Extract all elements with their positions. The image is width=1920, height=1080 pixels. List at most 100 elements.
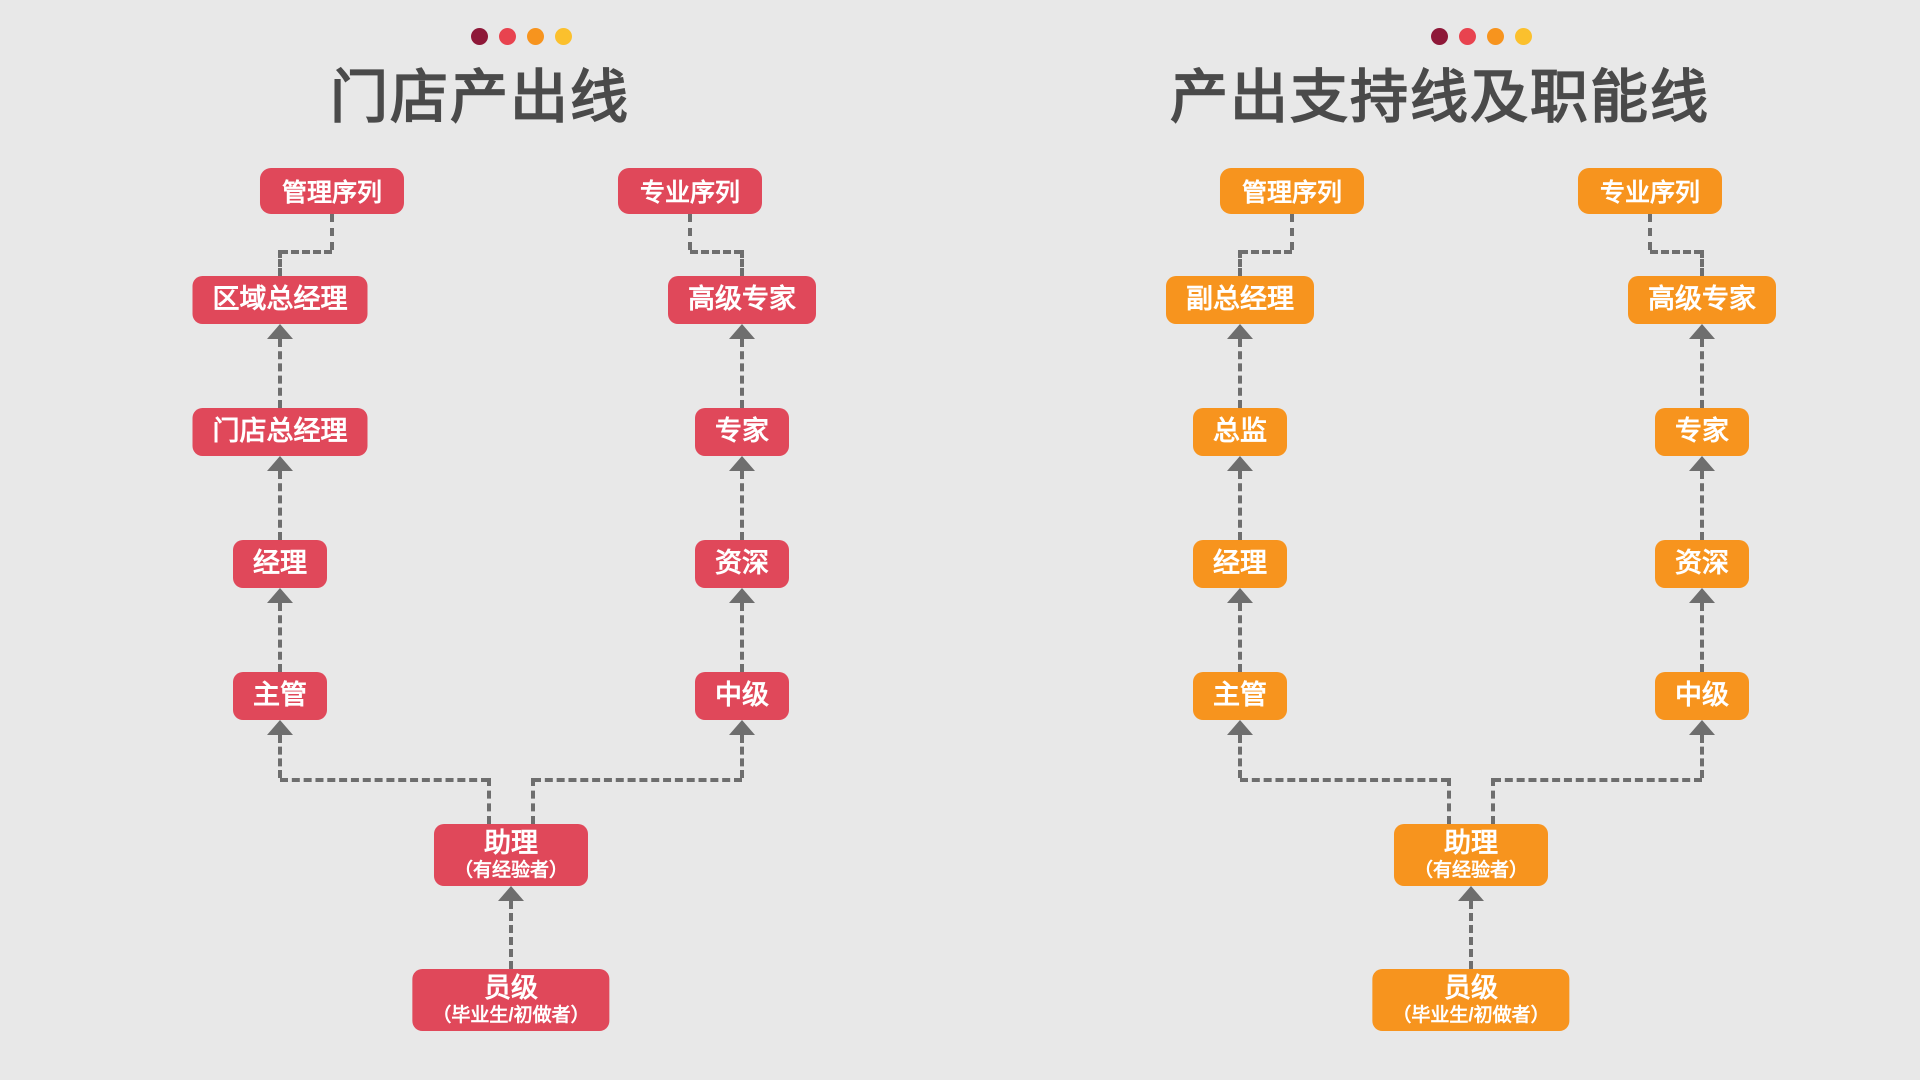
arrow-up-icon [498, 886, 524, 901]
arrow-up-icon [1227, 720, 1253, 735]
title-dot-3 [1487, 28, 1504, 45]
node-label: 区域总经理 [212, 284, 348, 315]
arrow-up-icon [1227, 456, 1253, 471]
fanout-run-right [1493, 778, 1702, 782]
node-label: 助理 [483, 827, 538, 858]
title-dot-1 [471, 28, 488, 45]
panel-store-output-line: 门店产出线管理序列专业序列区域总经理门店总经理经理主管高级专家专家资深中级助理（… [192, 28, 816, 1031]
node-senior-expert[interactable]: 高级专家 [668, 276, 816, 324]
arrow-up-icon [1458, 886, 1484, 901]
arrow-up-icon [1227, 324, 1253, 339]
arrow-up-icon [729, 588, 755, 603]
node-regional-general-manager[interactable]: 区域总经理 [192, 276, 368, 324]
arrow-up-icon [1689, 720, 1715, 735]
node-supervisor[interactable]: 主管 [1193, 672, 1287, 720]
arrow-up-icon [1227, 588, 1253, 603]
badge-connector-drop [278, 250, 282, 276]
node-staff-level[interactable]: 员级（毕业生/初做者） [412, 969, 610, 1031]
arrow-up-icon [267, 588, 293, 603]
arrow-up-icon [729, 324, 755, 339]
badge-professional-sequence[interactable]: 专业序列 [617, 168, 763, 214]
badge-connector-stub [1648, 214, 1652, 250]
rank-connector [1700, 339, 1704, 408]
fanout-stub-right [1491, 778, 1495, 824]
node-manager[interactable]: 经理 [1193, 540, 1287, 588]
node-intermediate[interactable]: 中级 [695, 672, 789, 720]
node-deputy-general-manager[interactable]: 副总经理 [1166, 276, 1314, 324]
badge-connector-drop [1700, 250, 1704, 276]
arrow-up-icon [729, 720, 755, 735]
panel-output-support-and-function-line: 产出支持线及职能线管理序列专业序列副总经理总监经理主管高级专家专家资深中级助理（… [960, 0, 1920, 1080]
arrow-up-icon [729, 456, 755, 471]
node-sublabel: （有经验者） [1413, 859, 1529, 881]
node-label: 副总经理 [1186, 284, 1294, 315]
arrow-up-icon [267, 324, 293, 339]
badge-connector-run [1650, 250, 1702, 254]
title-dot-2 [1459, 28, 1476, 45]
node-label: 员级 [484, 972, 538, 1003]
title-dot-4 [555, 28, 572, 45]
node-label: 助理 [1443, 827, 1498, 858]
node-label: 主管 [1213, 680, 1267, 711]
badge-connector-drop [740, 250, 744, 276]
node-expert[interactable]: 专家 [695, 408, 789, 456]
node-label: 主管 [253, 680, 307, 711]
node-label: 高级专家 [1648, 284, 1756, 315]
arrow-up-icon [1689, 456, 1715, 471]
node-supervisor[interactable]: 主管 [233, 672, 327, 720]
fanout-stub-left [487, 778, 491, 824]
node-label: 员级 [1444, 972, 1498, 1003]
rank-connector [278, 339, 282, 408]
rank-connector [740, 603, 744, 672]
title-dots [471, 28, 572, 45]
node-label: 中级 [715, 680, 769, 711]
badge-management-sequence[interactable]: 管理序列 [259, 168, 405, 214]
node-label: 门店总经理 [212, 416, 348, 447]
fanout-rise-left [278, 735, 282, 778]
arrow-up-icon [267, 456, 293, 471]
node-senior-expert[interactable]: 高级专家 [1628, 276, 1776, 324]
title-dot-3 [527, 28, 544, 45]
base-connector [509, 901, 513, 969]
node-label: 高级专家 [688, 284, 796, 315]
rank-connector [1238, 471, 1242, 540]
node-sublabel: （毕业生/初做者） [1392, 1004, 1550, 1026]
panel-title: 产出支持线及职能线 [1169, 65, 1710, 130]
node-store-general-manager[interactable]: 门店总经理 [192, 408, 368, 456]
fanout-run-left [280, 778, 489, 782]
node-label: 经理 [1213, 548, 1267, 579]
node-senior[interactable]: 资深 [1655, 540, 1749, 588]
node-label: 资深 [1675, 548, 1729, 579]
panel-title: 门店产出线 [329, 65, 630, 130]
fanout-run-right [533, 778, 742, 782]
badge-connector-stub [688, 214, 692, 250]
node-assistant[interactable]: 助理（有经验者） [1393, 824, 1549, 886]
node-sublabel: （毕业生/初做者） [432, 1004, 590, 1026]
node-label: 总监 [1213, 416, 1267, 447]
badge-connector-run [1240, 250, 1292, 254]
badge-connector-drop [1238, 250, 1242, 276]
arrow-up-icon [267, 720, 293, 735]
node-sublabel: （有经验者） [453, 859, 569, 881]
badge-management-sequence[interactable]: 管理序列 [1219, 168, 1365, 214]
node-staff-level[interactable]: 员级（毕业生/初做者） [1372, 969, 1570, 1031]
badge-connector-stub [330, 214, 334, 250]
fanout-rise-left [1238, 735, 1242, 778]
arrow-up-icon [1689, 324, 1715, 339]
fanout-stub-right [531, 778, 535, 824]
fanout-run-left [1240, 778, 1449, 782]
rank-connector [278, 603, 282, 672]
title-dots [1431, 28, 1532, 45]
node-assistant[interactable]: 助理（有经验者） [433, 824, 589, 886]
node-label: 资深 [715, 548, 769, 579]
badge-professional-sequence[interactable]: 专业序列 [1577, 168, 1723, 214]
node-intermediate[interactable]: 中级 [1655, 672, 1749, 720]
fanout-rise-right [740, 735, 744, 778]
node-manager[interactable]: 经理 [233, 540, 327, 588]
node-expert[interactable]: 专家 [1655, 408, 1749, 456]
badge-connector-run [690, 250, 742, 254]
node-senior[interactable]: 资深 [695, 540, 789, 588]
rank-connector [1700, 603, 1704, 672]
node-director[interactable]: 总监 [1193, 408, 1287, 456]
